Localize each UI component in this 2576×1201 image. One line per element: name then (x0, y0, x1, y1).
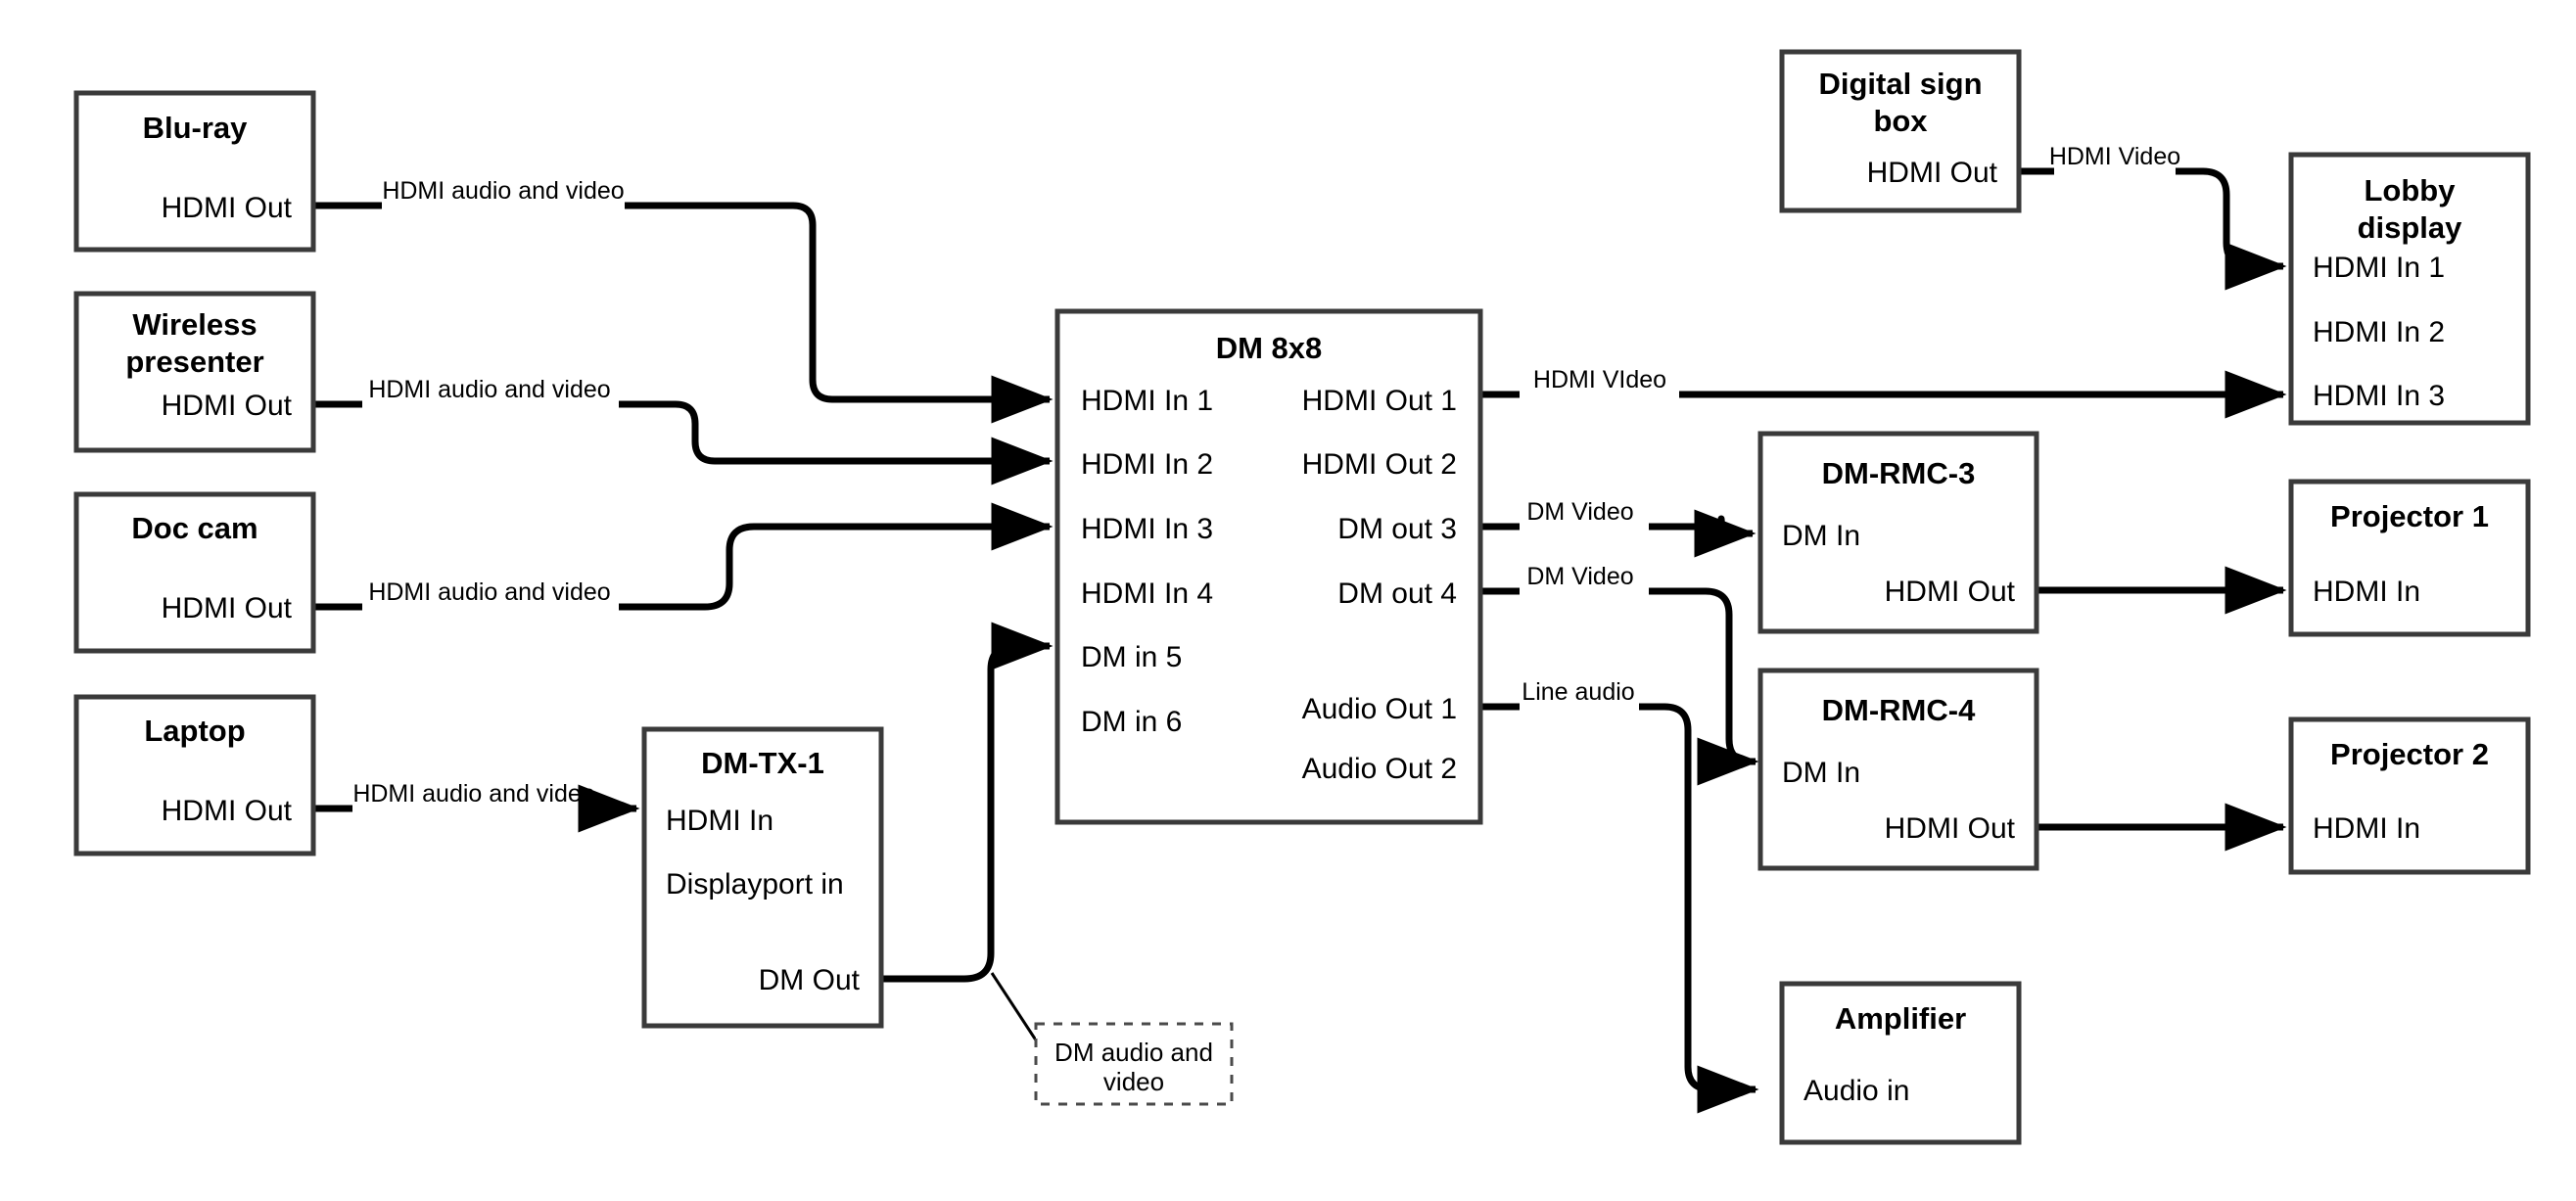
port-wireless-presenter-hdmi-out: HDMI Out (162, 390, 293, 422)
port-laptop-hdmi-out: HDMI Out (162, 795, 293, 827)
port-dm-8x8-audio-out-2: Audio Out 2 (1302, 753, 1457, 785)
note-text-line2: video (1103, 1067, 1164, 1096)
connection-label-dm-video-out3: DM Video (1526, 498, 1633, 526)
connection-label-wireless: HDMI audio and video (368, 376, 610, 403)
device-title-wireless-presenter-line1: Wireless (132, 307, 257, 342)
connection-label-dm-video-out4: DM Video (1526, 563, 1633, 590)
port-lobby-display-hdmi-in-1: HDMI In 1 (2313, 252, 2445, 284)
port-dm-tx-1-dm-out: DM Out (759, 964, 861, 996)
device-title-doc-cam: Doc cam (131, 511, 258, 545)
port-digital-sign-box-hdmi-out: HDMI Out (1867, 157, 1998, 189)
device-doc-cam[interactable]: Doc cam HDMI Out (73, 491, 316, 654)
port-dm-8x8-hdmi-out-2: HDMI Out 2 (1302, 448, 1457, 481)
port-dm-8x8-dm-in-6: DM in 6 (1081, 706, 1182, 738)
connection-dm8x8-to-rmc4: DM Video (1480, 563, 1759, 786)
port-dm-rmc-3-hdmi-out: HDMI Out (1885, 576, 2016, 608)
device-dm-tx-1[interactable]: DM-TX-1 HDMI In Displayport in DM Out (641, 726, 884, 1029)
port-bluray-hdmi-out: HDMI Out (162, 192, 293, 224)
device-wireless-presenter[interactable]: Wireless presenter HDMI Out (73, 291, 316, 453)
connection-label-line-audio: Line audio (1522, 678, 1634, 706)
port-dm-8x8-hdmi-in-1: HDMI In 1 (1081, 385, 1213, 417)
connection-label-doccam: HDMI audio and video (368, 578, 610, 606)
port-doc-cam-hdmi-out: HDMI Out (162, 592, 293, 624)
device-title-dm-tx-1: DM-TX-1 (701, 746, 824, 780)
port-projector-1-hdmi-in: HDMI In (2313, 576, 2420, 608)
connection-label-hdmi-video-out1: HDMI VIdeo (1533, 366, 1666, 393)
device-dm-rmc-3[interactable]: DM-RMC-3 DM In HDMI Out (1757, 431, 2039, 634)
port-dm-8x8-dm-out-4: DM out 4 (1337, 577, 1457, 610)
connection-signbox-to-lobby: HDMI Video (2019, 143, 2287, 291)
port-dm-8x8-hdmi-in-2: HDMI In 2 (1081, 448, 1213, 481)
device-projector-2[interactable]: Projector 2 HDMI In (2288, 716, 2531, 875)
connection-dm8x8-to-amplifier: Line audio (1480, 678, 1759, 1114)
device-title-lobby-display-line2: display (2358, 210, 2463, 245)
device-digital-sign-box[interactable]: Digital sign box HDMI Out (1779, 49, 2022, 213)
device-title-wireless-presenter-line2: presenter (125, 345, 263, 379)
connection-wireless-to-dm8x8: HDMI audio and video (313, 376, 1054, 485)
port-dm-8x8-hdmi-out-1: HDMI Out 1 (1302, 385, 1457, 417)
connection-label-hdmi-video-signbox: HDMI Video (2049, 143, 2180, 170)
port-dm-tx-1-hdmi-in: HDMI In (666, 805, 773, 837)
device-title-projector-1: Projector 1 (2330, 499, 2489, 533)
port-amplifier-audio-in: Audio in (1803, 1075, 1909, 1107)
device-laptop[interactable]: Laptop HDMI Out (73, 694, 316, 856)
connection-laptop-to-dmtx1: HDMI audio and video (313, 780, 640, 833)
connection-bluray-to-dm8x8: HDMI audio and video (313, 177, 1054, 424)
port-dm-8x8-hdmi-in-4: HDMI In 4 (1081, 577, 1213, 610)
note-dm-audio-and-video: DM audio and video (1034, 1022, 1234, 1106)
connection-label-laptop: HDMI audio and video (352, 780, 594, 808)
port-dm-8x8-dm-in-5: DM in 5 (1081, 641, 1182, 673)
port-lobby-display-hdmi-in-2: HDMI In 2 (2313, 316, 2445, 348)
port-lobby-display-hdmi-in-3: HDMI In 3 (2313, 380, 2445, 412)
device-title-dm-rmc-4: DM-RMC-4 (1822, 693, 1976, 727)
device-lobby-display[interactable]: Lobby display HDMI In 1 HDMI In 2 HDMI I… (2288, 152, 2531, 426)
device-projector-1[interactable]: Projector 1 HDMI In (2288, 479, 2531, 637)
device-title-bluray: Blu-ray (143, 111, 249, 145)
device-title-lobby-display-line1: Lobby (2365, 173, 2457, 208)
device-dm-rmc-4[interactable]: DM-RMC-4 DM In HDMI Out (1757, 668, 2039, 871)
connection-label-bluray: HDMI audio and video (382, 177, 624, 205)
device-title-dm-8x8: DM 8x8 (1216, 331, 1323, 365)
device-title-digital-sign-box-line2: box (1873, 104, 1928, 138)
port-dm-rmc-4-dm-in: DM In (1782, 757, 1860, 789)
port-dm-8x8-hdmi-in-3: HDMI In 3 (1081, 513, 1213, 545)
connection-dm8x8-to-rmc3: DM Video (1480, 498, 1756, 558)
port-dm-8x8-dm-out-3: DM out 3 (1337, 513, 1457, 545)
port-dm-8x8-audio-out-1: Audio Out 1 (1302, 693, 1457, 725)
device-bluray[interactable]: Blu-ray HDMI Out (73, 90, 316, 253)
device-title-dm-rmc-3: DM-RMC-3 (1822, 456, 1976, 490)
device-dm-8x8[interactable]: DM 8x8 HDMI In 1 HDMI In 2 HDMI In 3 HDM… (1054, 308, 1483, 825)
connection-dmtx1-to-dm8x8 (881, 622, 1054, 983)
port-dm-rmc-4-hdmi-out: HDMI Out (1885, 812, 2016, 845)
note-text-line1: DM audio and (1054, 1038, 1213, 1067)
connection-doccam-to-dm8x8: HDMI audio and video (313, 502, 1054, 611)
device-title-projector-2: Projector 2 (2330, 737, 2489, 771)
device-title-amplifier: Amplifier (1835, 1001, 1966, 1036)
port-dm-rmc-3-dm-in: DM In (1782, 520, 1860, 552)
connection-dm8x8-to-lobby: HDMI VIdeo (1480, 366, 2287, 419)
port-dm-tx-1-displayport-in: Displayport in (666, 868, 844, 901)
device-title-digital-sign-box-line1: Digital sign (1818, 67, 1982, 101)
device-amplifier[interactable]: Amplifier Audio in (1779, 981, 2022, 1145)
port-projector-2-hdmi-in: HDMI In (2313, 812, 2420, 845)
device-title-laptop: Laptop (144, 714, 245, 748)
